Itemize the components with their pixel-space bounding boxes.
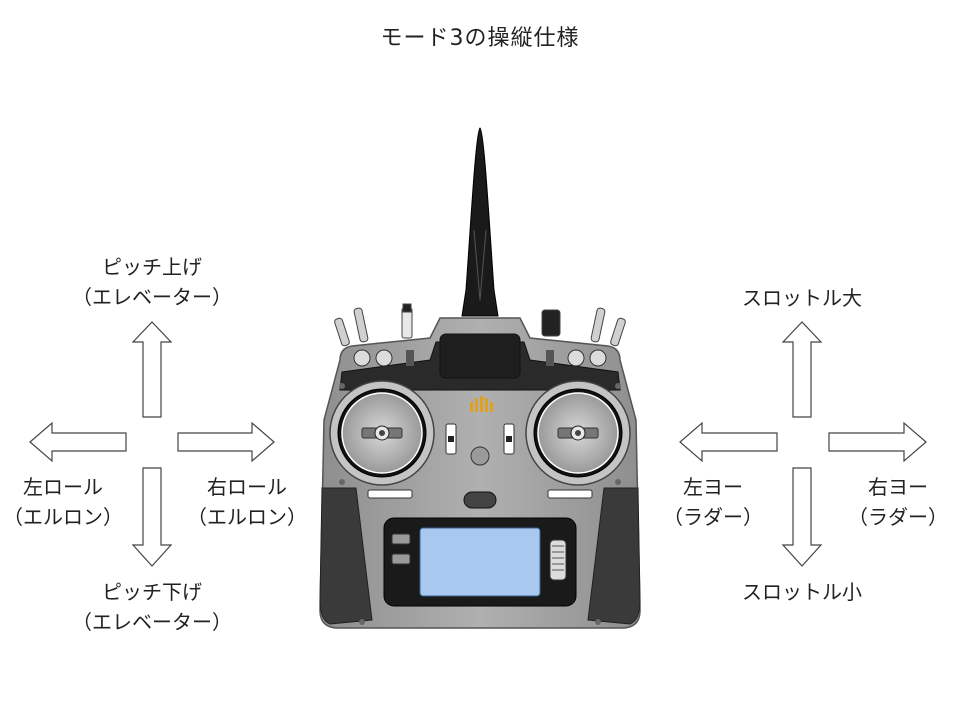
center-button (463, 491, 497, 509)
left-stick-down-arrow (131, 467, 173, 567)
label-roll-right: 右ロール （エルロン） (187, 475, 307, 529)
page-title: モード3の操縦仕様 (380, 26, 580, 51)
right-stick-left-arrow (679, 421, 778, 463)
label-throttle-down: スロットル小 (742, 580, 862, 604)
right-stick-right-arrow (828, 421, 927, 463)
label-roll-left: 左ロール （エルロン） (3, 475, 123, 529)
brand-logo (470, 396, 493, 412)
label-pitch-up: ピッチ上げ （エレベーター） (72, 255, 232, 309)
antenna (461, 127, 499, 317)
lcd-screen (419, 527, 541, 597)
left-stick-left-arrow (29, 421, 127, 463)
left-stick-right-arrow (177, 421, 275, 463)
right-gimbal (525, 380, 631, 486)
label-yaw-right: 右ヨー （ラダー） (848, 475, 948, 529)
center-dial (470, 446, 490, 466)
right-grip (587, 487, 641, 625)
left-grip (319, 487, 373, 625)
left-gimbal (329, 380, 435, 486)
left-toggle-switches (334, 303, 413, 347)
right-toggle-switches (541, 307, 626, 347)
top-display (439, 333, 521, 379)
right-stick-down-arrow (781, 467, 823, 567)
label-yaw-left: 左ヨー （ラダー） (663, 475, 763, 529)
label-throttle-up: スロットル大 (742, 286, 862, 310)
right-stick-up-arrow (781, 321, 823, 418)
label-pitch-down: ピッチ下げ （エレベーター） (72, 580, 232, 634)
left-stick-up-arrow (131, 321, 173, 418)
